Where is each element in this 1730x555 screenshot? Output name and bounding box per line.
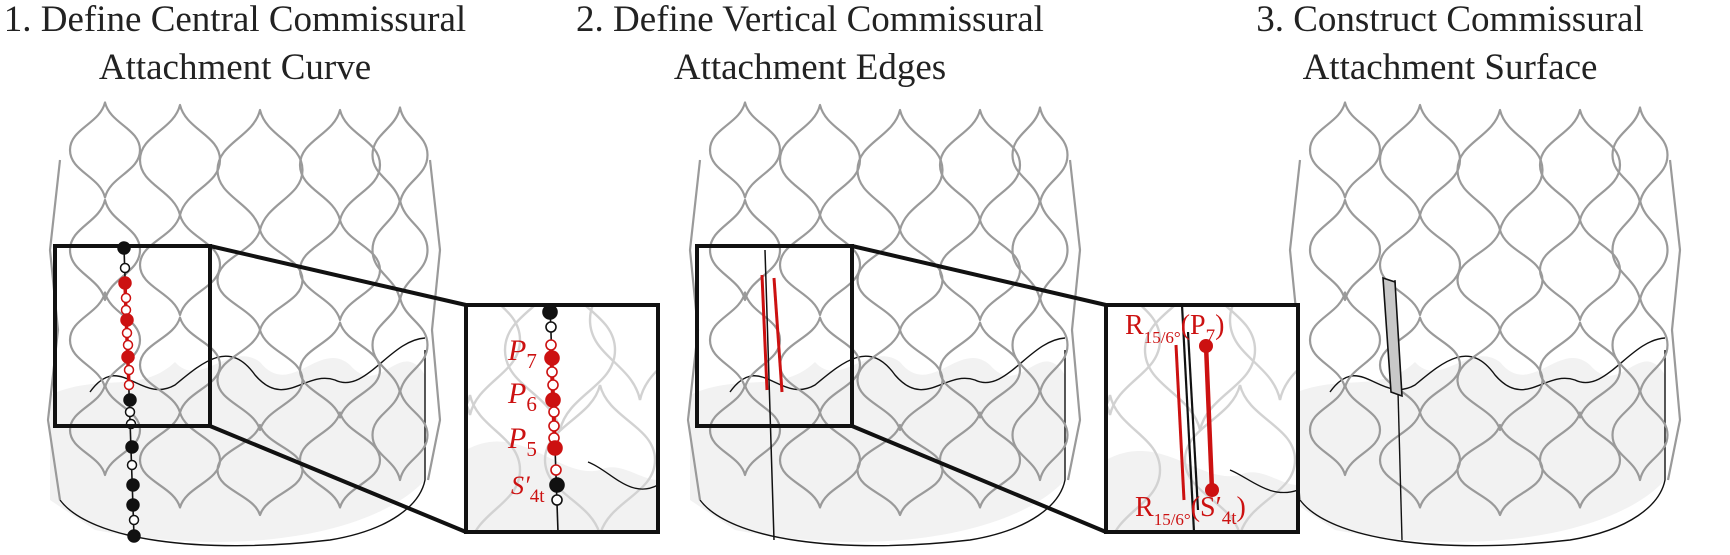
curve-point (124, 394, 136, 406)
stent-cell (1613, 200, 1668, 300)
stent-cell (218, 110, 303, 230)
stent-cell (710, 103, 780, 198)
stent-cell (1380, 105, 1460, 215)
stent-cell (373, 108, 428, 203)
stent-cell (858, 230, 943, 330)
zoom-curve-point (548, 441, 562, 455)
curve-point (128, 530, 140, 542)
stent-cell (300, 110, 380, 220)
stent-cell (70, 103, 140, 198)
stent-cell (1013, 108, 1068, 203)
zoom-curve-point (546, 340, 556, 350)
zoom-curve-point (546, 322, 556, 332)
curve-point (126, 441, 138, 453)
zoom-curve-point (550, 478, 564, 492)
stent-cell (710, 200, 780, 300)
curve-point (125, 366, 134, 375)
curve-point (121, 314, 133, 326)
zoom-curve-point (552, 495, 562, 505)
stent-strut-right (1668, 160, 1680, 480)
zoom-curve-point (547, 367, 557, 377)
curve-point (128, 461, 137, 470)
curve-point (122, 294, 131, 303)
curve-point (123, 329, 132, 338)
stent-cell (218, 230, 303, 330)
stent-cell (780, 215, 860, 315)
curve-point (122, 351, 134, 363)
valve-panel-1 (48, 103, 440, 546)
zoom-curve-point (543, 305, 557, 319)
curve-point (130, 516, 139, 525)
curve-point (127, 479, 139, 491)
stent-cell (780, 105, 860, 215)
valve-panel-3 (1288, 103, 1680, 546)
stent-cell (1540, 110, 1620, 220)
edge-right (774, 278, 782, 392)
zoom-curve-point (548, 380, 558, 390)
stent-cell (858, 110, 943, 230)
stent-strut-right (1068, 160, 1080, 480)
stent-cell (1613, 108, 1668, 203)
stent-cell (940, 110, 1020, 220)
stent-cell (1310, 103, 1380, 198)
curve-point (122, 306, 131, 315)
curve-point (127, 499, 139, 511)
curve-point (125, 381, 134, 390)
stent-cell (1458, 110, 1543, 230)
curve-point (126, 408, 135, 417)
stent-strut-right (428, 160, 440, 480)
valve-panel-2 (688, 103, 1080, 546)
curve-point (119, 277, 131, 289)
zoom-curve-point (546, 393, 560, 407)
curve-point (124, 341, 133, 350)
curve-point (121, 264, 130, 273)
panel1-zoom-inset (420, 240, 690, 545)
stent-cell (1310, 200, 1380, 300)
stent-cell (1458, 230, 1543, 330)
stent-cell (1540, 220, 1620, 320)
zoom-curve-point (545, 351, 559, 365)
stent-cell (140, 105, 220, 215)
stent-cell (1310, 293, 1380, 388)
zoom-curve-point (549, 421, 559, 431)
zoom-curve-point (551, 465, 561, 475)
zoom-curve-point (549, 407, 559, 417)
